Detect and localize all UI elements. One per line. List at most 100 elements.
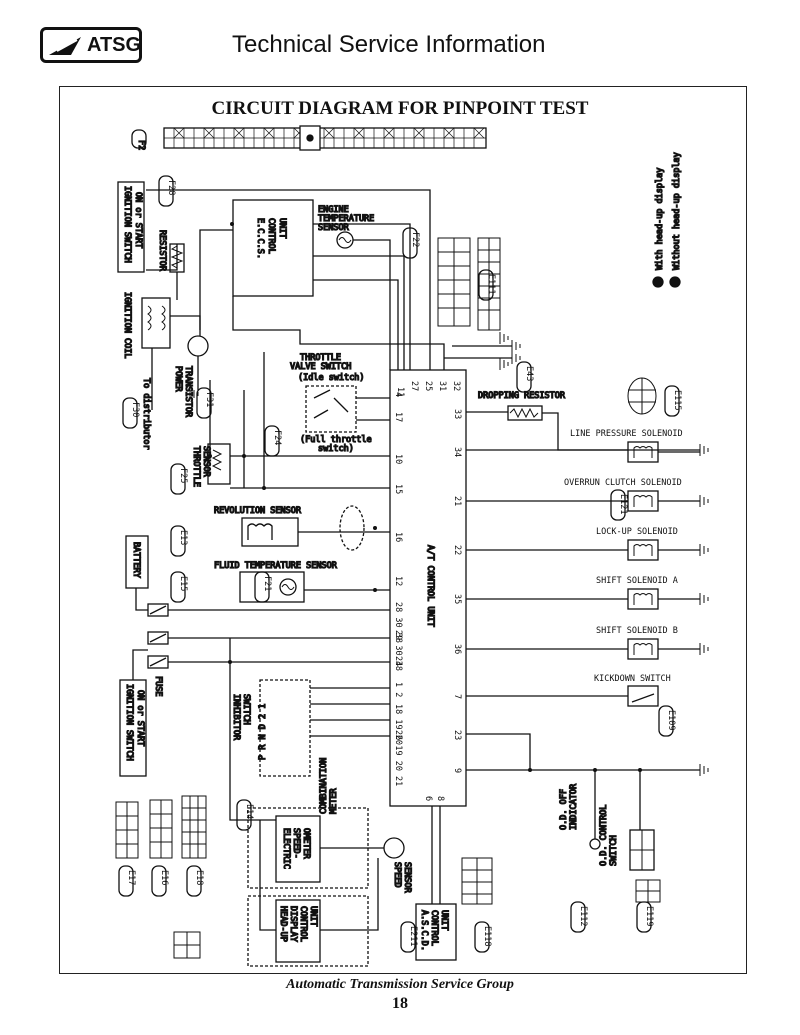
pin-27: 27 — [409, 381, 419, 391]
connector-tag-e16: E16 — [159, 870, 169, 885]
wires — [132, 189, 709, 931]
shift-a-label: SHIFT SOLENOID A — [596, 576, 678, 586]
throttle-valve-switch — [305, 385, 357, 433]
connector-tag-f28: F28 — [166, 180, 176, 195]
eccs-label-3: UNIT — [277, 218, 287, 238]
logo-text: ATSG — [87, 34, 142, 56]
diagram-title: CIRCUIT DIAGRAM FOR PINPOINT TEST — [211, 98, 589, 119]
connector-pictograms-center — [437, 237, 501, 905]
pin-36: 36 — [452, 644, 462, 654]
idle-switch-label: (Idle switch) — [298, 373, 365, 383]
connector-tag-e211: E211 — [408, 926, 418, 946]
pin-23: 23 — [452, 730, 462, 740]
connector-tag-f31: F31 — [204, 392, 214, 407]
headup-label-2: DISPLAY — [288, 906, 298, 942]
connector-tag-e14: E14 — [244, 804, 254, 819]
inhibitor-switch-label-2: SWITCH — [241, 694, 251, 725]
throttle-sensor-label-1: THROTTLE — [191, 446, 201, 487]
ignition-coil-label: IGNITION COIL — [122, 292, 132, 359]
connector-tag-e115: E115 — [672, 390, 682, 410]
overrun-clutch-label: OVERRUN CLUTCH SOLENOID — [564, 478, 682, 488]
connector-tag-e121: E121 — [618, 494, 628, 514]
inhibitor-switch-label-1: INHIBITOR — [231, 694, 241, 741]
connector-tag-f22: F22 — [410, 232, 420, 247]
engine-temp-label-1: ENGINE — [318, 205, 349, 215]
pin-10: 10 — [393, 454, 403, 464]
pin-12: 12 — [393, 576, 403, 586]
dropping-resistor — [507, 405, 543, 421]
kickdown-switch — [627, 685, 659, 707]
power-transistor-label-2: TRANSISTOR — [183, 366, 193, 418]
connector-f2-tag — [131, 129, 147, 149]
header-title: Technical Service Information — [232, 31, 546, 58]
pin-29: 29 30 38 — [393, 630, 403, 671]
speedometer — [275, 815, 321, 883]
pin-11: 11 — [395, 387, 405, 397]
combination-meter-label-2: METER — [329, 788, 339, 814]
pin-18-19-20: 18 19 20 — [393, 704, 403, 745]
at-control-unit — [389, 369, 467, 807]
connector-tag-e119: E119 — [644, 906, 654, 926]
pin-32: 32 — [451, 381, 461, 391]
connector-tags: F28F22E111F31F30F24F25E13E15E43E115F21E1… — [118, 175, 682, 953]
power-transistor-label-1: POWER — [173, 366, 183, 392]
speed-sensor-label-2: SENSOR — [402, 862, 412, 894]
at-control-unit-label: A/T CONTROL UNIT — [425, 545, 435, 627]
throttle-sensor — [207, 443, 231, 485]
atsg-plane-icon — [49, 37, 81, 55]
control-unit-pins-right: 33 34 21 22 35 36 7 23 9 — [452, 409, 462, 773]
ascd-label-3: UNIT — [439, 910, 449, 930]
ascd-label-1: A.S.C.D. — [419, 910, 429, 951]
speedometer-label-2: SPEED- — [291, 828, 301, 859]
ignition-switch-bottom-label: IGNITION SWITCH — [124, 684, 134, 761]
speedometer-label-1: ELECTRIC — [281, 828, 291, 869]
connector-pictograms-bottom-left — [115, 795, 207, 959]
pin-24: 24 — [393, 656, 403, 666]
headup-label-3: CONTROL — [298, 906, 308, 942]
page-number: 18 — [392, 995, 408, 1012]
pin-6: 6 — [423, 796, 433, 801]
legend: With head-up display Without head-up dis… — [652, 152, 683, 288]
eccs-label-1: E.C.C.S. — [255, 218, 265, 259]
connector-strip-top — [163, 125, 487, 151]
connector-pictograms-right — [627, 377, 661, 903]
pin-22: 22 — [452, 545, 462, 555]
legend-without-hud: Without head-up display — [672, 152, 682, 270]
inhibitor-positions: P R N D 2 1 — [258, 704, 268, 760]
connector-tag-f21: F21 — [262, 576, 272, 591]
connector-tag-e112: E112 — [578, 906, 588, 926]
od-off-label-1: O.D. OFF — [559, 789, 569, 830]
connector-tag-f24: F24 — [272, 430, 282, 445]
pin-7: 7 — [452, 694, 462, 699]
speed-sensor — [383, 837, 405, 859]
ascd-label-2: CONTROL — [429, 910, 439, 946]
connector-tag-e109: E109 — [666, 710, 676, 730]
solenoid-labels: LINE PRESSURE SOLENOID OVERRUN CLUTCH SO… — [564, 429, 683, 684]
battery — [125, 535, 149, 589]
page-header: ATSG Technical Service Information — [0, 0, 800, 80]
pin-35: 35 — [452, 594, 462, 604]
revolution-sensor-label: REVOLUTION SENSOR — [214, 506, 302, 516]
engine-temp-label-2: TEMPERATURE — [318, 214, 374, 224]
headup-label-1: HEAD-UP — [278, 906, 288, 942]
pin-26-19-20-21: 26 19 20 21 — [393, 730, 403, 786]
pin-31: 31 — [437, 381, 447, 391]
connector-tag-e15: E15 — [178, 576, 188, 591]
od-off-label-2: INDICATOR — [569, 783, 579, 830]
full-throttle-label-1: (Full throttle — [300, 435, 372, 445]
connector-tag-e18: E18 — [194, 870, 204, 885]
pin-1-2: 1 2 — [393, 682, 403, 697]
connector-tag-e118: E118 — [482, 926, 492, 946]
connector-f2-label: F2 — [136, 140, 146, 150]
throttle-valve-switch-label-2: VALVE SWITCH — [290, 362, 351, 372]
eccs-label-2: CONTROL — [266, 218, 276, 254]
diagram-frame — [59, 86, 747, 974]
ignition-switch-bottom-sublabel: ON or START — [135, 690, 145, 746]
legend-with-hud: With head-up display — [655, 168, 665, 270]
pin-28: 28 30 38 — [393, 602, 403, 643]
control-unit-pins-left: 11 27 25 31 32 4 17 10 15 16 12 28 30 38… — [393, 381, 461, 801]
engine-temp-label-3: SENSOR — [318, 223, 350, 233]
pin-17: 17 — [393, 412, 403, 422]
pin-15: 15 — [393, 484, 403, 494]
connector-tag-f25: F25 — [178, 468, 188, 483]
